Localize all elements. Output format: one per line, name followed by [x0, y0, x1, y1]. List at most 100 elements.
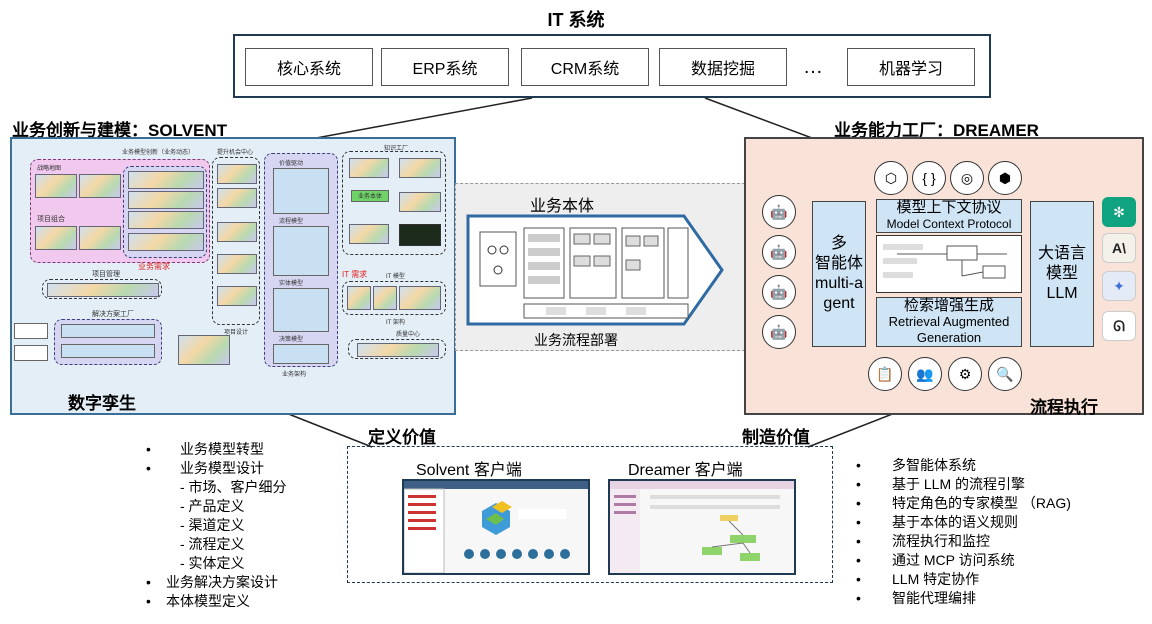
decision-model-label: 决策模型 [279, 337, 304, 343]
list-item: •基于 LLM 的流程引擎 [856, 476, 1026, 492]
it-item-data-mining: 数据挖掘 [659, 48, 787, 86]
ollama-llama-icon: ᘏ [1102, 311, 1136, 341]
list-item: •通过 MCP 访问系统 [856, 552, 1015, 568]
anthropic-logo-icon: A\ [1102, 233, 1136, 263]
multi-agent-line: 多 [830, 235, 847, 252]
search-document-icon: 🔍 [988, 357, 1022, 391]
rag-subtitle: Retrieval Augmented [888, 314, 1010, 329]
list-item: •基于本体的语义规则 [856, 514, 1018, 530]
strategy-thumb [35, 174, 77, 198]
portfolio-label: 项目组合 [37, 216, 65, 223]
dreamer-title: 业务能力工厂：DREAMER [834, 121, 1039, 140]
multi-agent-line: gent [823, 295, 855, 312]
mcp-subtitle: Model Context Protocol [886, 217, 1012, 231]
search-document-icon: 👥 [908, 357, 942, 391]
knowledge-factory-label: 知识工厂 [384, 146, 409, 152]
multi-agent-box: 多 智能体 multi-a gent [812, 201, 866, 347]
it-thumb [347, 286, 371, 310]
model-thumb [128, 233, 204, 251]
workflow-screenshot [876, 235, 1022, 293]
value-driver-label: 价值驱动 [279, 161, 304, 167]
it-item-core: 核心系统 [245, 48, 373, 86]
list-item: •特定角色的专家模型 （RAG) [856, 495, 1071, 511]
llm-box: 大语言 模型 LLM [1030, 201, 1094, 347]
knowledge-factory-block: 业务本体 [342, 151, 446, 255]
solvent-panel: 业务模型创新（业务动态） 提升机会中心 知识工厂 战略地图 项目组合 业务需求 … [10, 137, 456, 415]
opportunity-thumb [217, 254, 257, 274]
it-system-title: IT 系统 [547, 10, 605, 30]
business-ontology-panel: 业务本体 业务流程部署 [455, 183, 745, 351]
search-document-icon: 📋 [868, 357, 902, 391]
process-execution-label: 流程执行 [1030, 398, 1098, 417]
workflow-diagram-icon [883, 244, 1007, 279]
list-item: •流程执行和监控 [856, 533, 990, 549]
opportunity-thumb [217, 222, 257, 242]
list-item: - 流程定义 [180, 536, 245, 552]
mcp-title: 模型上下文协议 [896, 199, 1002, 216]
define-value-label: 定义价值 [368, 428, 436, 447]
solvent-client-screenshot [402, 479, 590, 575]
portfolio-thumb [35, 226, 77, 250]
solution-factory-label: 解决方案工厂 [92, 311, 134, 318]
digital-twin-label: 数字孪生 [68, 394, 136, 413]
search-document-icon: ⚙ [948, 357, 982, 391]
it-thumb [399, 286, 441, 310]
list-item: •业务模型转型 [146, 441, 264, 457]
openai-logo-icon: ✻ [1102, 197, 1136, 227]
it-item-ml: 机器学习 [847, 48, 975, 86]
business-ontology-title: 业务本体 [530, 198, 595, 215]
opportunity-thumb [217, 188, 257, 208]
dreamer-client-screenshot [608, 479, 796, 575]
list-item: •智能代理编排 [856, 590, 976, 606]
list-item: - 实体定义 [180, 555, 245, 571]
model-innovation-stack [123, 166, 207, 258]
cube-network-icon: ⬡ [874, 161, 908, 195]
portfolio-thumb [79, 226, 121, 250]
llm-line: LLM [1046, 285, 1078, 302]
it-thumb [373, 286, 397, 310]
multi-agent-line: multi-a [814, 275, 863, 292]
solution-factory-block [54, 319, 162, 365]
project-design-thumb [178, 335, 230, 365]
rag-box: 检索增强生成 Retrieval Augmented Generation [876, 297, 1022, 347]
it-requirement-label: IT 需求 [342, 270, 368, 279]
knowledge-thumb [399, 192, 441, 212]
right-bullet-list: •多智能体系统 •基于 LLM 的流程引擎 •特定角色的专家模型 （RAG) •… [856, 456, 1071, 608]
dreamer-screenshot-art [610, 481, 794, 573]
llm-line: 模型 [1045, 265, 1078, 282]
entity-model-label: 实体模型 [279, 281, 304, 287]
opportunity-thumb [217, 164, 257, 184]
cube-network-icon: { } [912, 161, 946, 195]
decision-model-box [273, 344, 329, 364]
solvent-screenshot-art [404, 481, 588, 573]
knowledge-terminal-thumb [399, 224, 441, 246]
rule-engine-thumb [14, 323, 48, 339]
model-innovation-label: 业务模型创新（业务动态） [122, 150, 195, 156]
project-thumb [47, 283, 159, 297]
list-item: - 产品定义 [180, 498, 245, 514]
it-item-ellipsis: … [803, 55, 825, 78]
business-ontology-chip: 业务本体 [351, 190, 389, 202]
opportunity-column [212, 157, 260, 325]
solvent-title: 业务创新与建模：SOLVENT [12, 121, 228, 140]
it-model-block [342, 281, 446, 315]
strategy-thumb [79, 174, 121, 198]
robot-head-icon: 🤖 [762, 315, 796, 349]
list-item: •本体模型定义 [146, 593, 250, 609]
list-item: - 市场、客户细分 [180, 479, 287, 495]
strategy-block: 战略地图 项目组合 [30, 159, 210, 263]
it-model-label: IT 模型 [386, 274, 405, 280]
value-driver-box [273, 168, 329, 214]
quality-center-label: 质量中心 [396, 332, 421, 338]
robot-head-icon: 🤖 [762, 195, 796, 229]
robot-head-icon: 🤖 [762, 275, 796, 309]
project-management-block [42, 279, 162, 299]
robot-head-icon: 🤖 [762, 235, 796, 269]
it-item-crm: CRM系统 [521, 48, 649, 86]
rag-subtitle: Generation [916, 330, 982, 345]
process-deployment-label: 业务流程部署 [534, 332, 618, 348]
model-thumb [128, 171, 204, 189]
business-architecture-column: 价值驱动 流程模型 实体模型 决策模型 [264, 153, 338, 367]
cube-network-icon: ◎ [950, 161, 984, 195]
